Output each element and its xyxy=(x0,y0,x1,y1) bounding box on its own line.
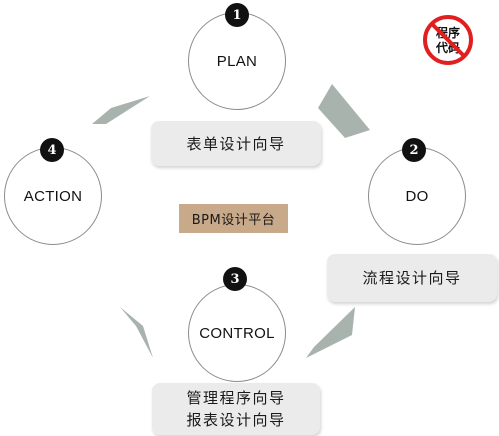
action-circle: ACTION xyxy=(4,147,102,245)
control-caption-line-1: 管理程序向导 xyxy=(186,389,286,407)
step-3-badge: 3 xyxy=(223,267,247,291)
step-1-badge: 1 xyxy=(225,3,249,27)
arrow-do-to-control xyxy=(306,307,355,358)
step-1-number: 1 xyxy=(232,7,242,23)
plan-caption-box: 表单设计向导 xyxy=(151,121,321,166)
step-4-number: 4 xyxy=(47,142,57,158)
no-code-logo-icon: 程序 代码 xyxy=(423,15,473,65)
plan-caption: 表单设计向导 xyxy=(186,134,286,153)
arrow-action-to-plan xyxy=(92,96,150,124)
do-circle: DO xyxy=(368,147,466,245)
do-label: DO xyxy=(405,187,429,205)
control-circle: CONTROL xyxy=(188,284,286,382)
control-caption-box: 管理程序向导 报表设计向导 xyxy=(152,383,320,435)
step-2-number: 2 xyxy=(409,142,419,158)
step-3-number: 3 xyxy=(230,271,240,287)
step-4-badge: 4 xyxy=(40,138,64,162)
plan-label: PLAN xyxy=(216,52,258,70)
step-2-badge: 2 xyxy=(402,138,426,162)
center-platform-text: BPM设计平台 xyxy=(191,213,276,228)
center-platform-label: BPM设计平台 xyxy=(179,204,288,233)
plan-circle: PLAN xyxy=(188,12,286,110)
action-label: ACTION xyxy=(23,187,83,205)
control-caption-line-2: 报表设计向导 xyxy=(186,411,286,429)
do-caption-box: 流程设计向导 xyxy=(327,254,497,302)
do-caption: 流程设计向导 xyxy=(362,269,462,287)
arrow-control-to-action xyxy=(120,307,153,358)
control-label: CONTROL xyxy=(199,324,275,342)
arrow-plan-to-do xyxy=(318,84,370,138)
